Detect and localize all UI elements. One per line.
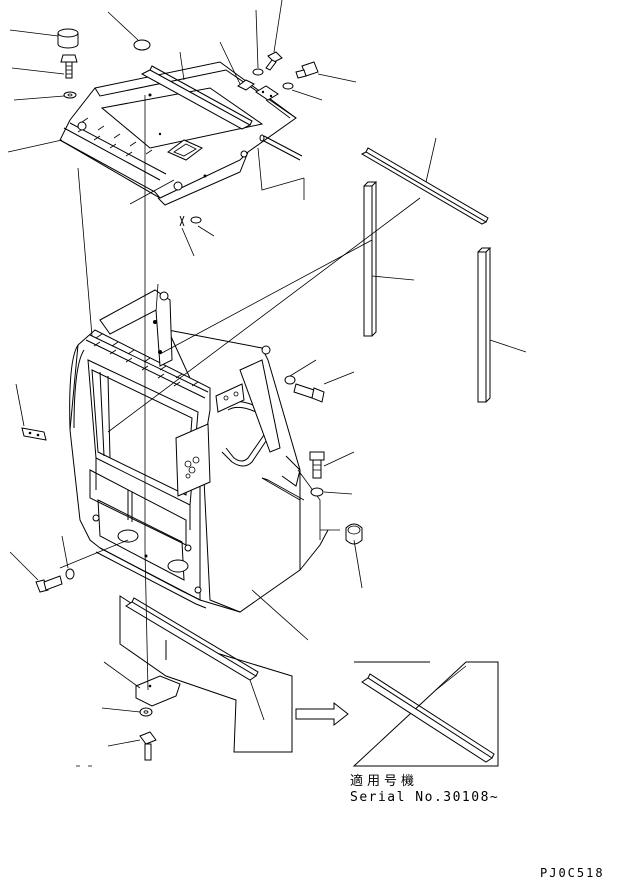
cab-frame-body xyxy=(69,289,329,613)
washer-part-right-upper xyxy=(284,375,296,385)
lower-seal-strip xyxy=(125,597,259,681)
seal-strip-part xyxy=(140,65,253,130)
cover-plate-part xyxy=(135,675,181,707)
washer-part-top xyxy=(63,91,77,99)
cap-plug-part-right xyxy=(345,523,363,545)
top-cover-panel xyxy=(59,61,297,206)
applicability-label: 適用号機 xyxy=(350,774,419,789)
washer-part-bottom xyxy=(139,707,153,717)
bracket-part-left xyxy=(21,427,47,441)
washer-part-hinge xyxy=(252,68,264,76)
lower-strip-frame xyxy=(119,595,293,753)
cap-plug-part xyxy=(57,28,79,49)
hinge-part-left xyxy=(237,79,255,91)
bolt-part-right-upper xyxy=(293,383,325,403)
split-pin-part xyxy=(179,215,185,227)
bolt-part-lower-left xyxy=(35,575,63,593)
seal-strip-vertical-right xyxy=(477,247,492,403)
arrow-right-icon xyxy=(295,701,349,727)
serial-number-label: Serial No.30108~ xyxy=(350,790,500,805)
leader-lines xyxy=(7,0,527,767)
drawing-code: PJ0C518 xyxy=(540,866,605,880)
pin-part xyxy=(259,134,303,161)
bolt-part-right-lower xyxy=(309,451,325,479)
bolt-part-hinge-a xyxy=(265,51,283,71)
plug-part-top xyxy=(133,39,151,51)
washer-part-right-lower xyxy=(310,487,324,497)
hex-bolt-part-top xyxy=(60,54,78,79)
inset-detail-box xyxy=(352,661,499,767)
seal-strip-long xyxy=(360,147,489,225)
seal-strip-vertical-left xyxy=(363,181,378,337)
washer-part-lower-left xyxy=(65,568,75,580)
bolt-part-hinge-b xyxy=(282,61,319,90)
washer-part-mid xyxy=(190,216,202,224)
hinge-part-right xyxy=(255,85,279,101)
bolt-part-bottom xyxy=(139,731,157,761)
